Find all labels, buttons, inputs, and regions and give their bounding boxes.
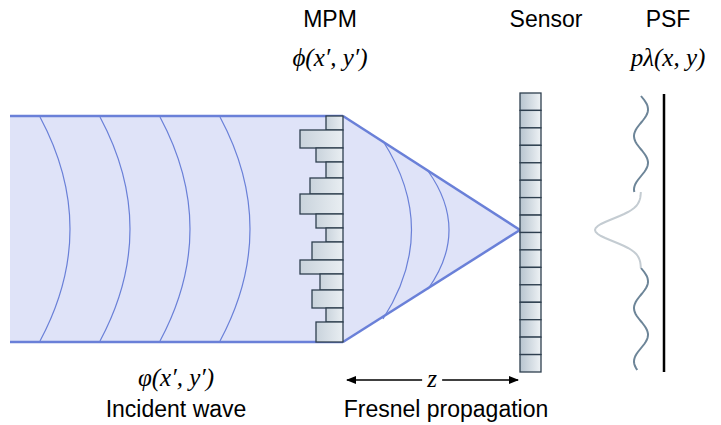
mpm-block: [320, 274, 343, 290]
math-symbol: pλ(x, y): [631, 44, 706, 72]
mpm-block: [316, 322, 343, 342]
sensor-pixel: [520, 163, 541, 180]
sensor-pixel: [520, 128, 541, 145]
distance-label: z: [422, 365, 442, 393]
wavefronts: [40, 117, 449, 341]
sensor-pixel: [520, 93, 541, 110]
math-symbol: φ(x′, y′): [138, 364, 214, 392]
psf-peak: [595, 192, 641, 268]
sensor-pixel: [520, 320, 541, 337]
sensor-pixel: [520, 355, 541, 372]
mpm-block: [326, 116, 343, 130]
mpm-block: [310, 178, 343, 194]
psf-curve: [634, 96, 648, 370]
caption-label: Incident wave: [106, 397, 247, 422]
sensor-pixel: [520, 302, 541, 319]
sensor-pixels: [520, 93, 541, 372]
mpm-block: [300, 260, 343, 274]
incident-beam: [10, 116, 343, 342]
mpm-block: [316, 214, 343, 228]
sensor-pixel: [520, 337, 541, 354]
part-name: Sensor: [510, 7, 583, 32]
sensor-pixel: [520, 180, 541, 197]
beam-border: [10, 116, 520, 342]
sensor-pixel: [520, 198, 541, 215]
focused-beam: [343, 116, 520, 342]
mpm-block: [316, 148, 343, 162]
caption-label: Fresnel propagation: [344, 397, 549, 422]
math-symbol: ϕ(x′, y′): [292, 44, 367, 72]
sensor-pixel: [520, 285, 541, 302]
mpm-block: [326, 228, 343, 242]
sensor-pixel: [520, 250, 541, 267]
sensor-pixel: [520, 110, 541, 127]
sensor-pixel: [520, 267, 541, 284]
sensor-pixel: [520, 233, 541, 250]
mpm-block: [300, 130, 343, 148]
mpm-block: [312, 242, 343, 260]
part-name: MPM: [303, 7, 357, 32]
mpm-block: [326, 162, 343, 178]
psf-axis: [663, 94, 666, 372]
sensor-pixel: [520, 215, 541, 232]
part-name: PSF: [646, 7, 691, 32]
mpm-block: [300, 194, 343, 214]
mpm-block: [312, 290, 343, 308]
sensor-pixel: [520, 145, 541, 162]
mpm-block: [326, 308, 343, 322]
mpm-blocks: [300, 116, 343, 342]
